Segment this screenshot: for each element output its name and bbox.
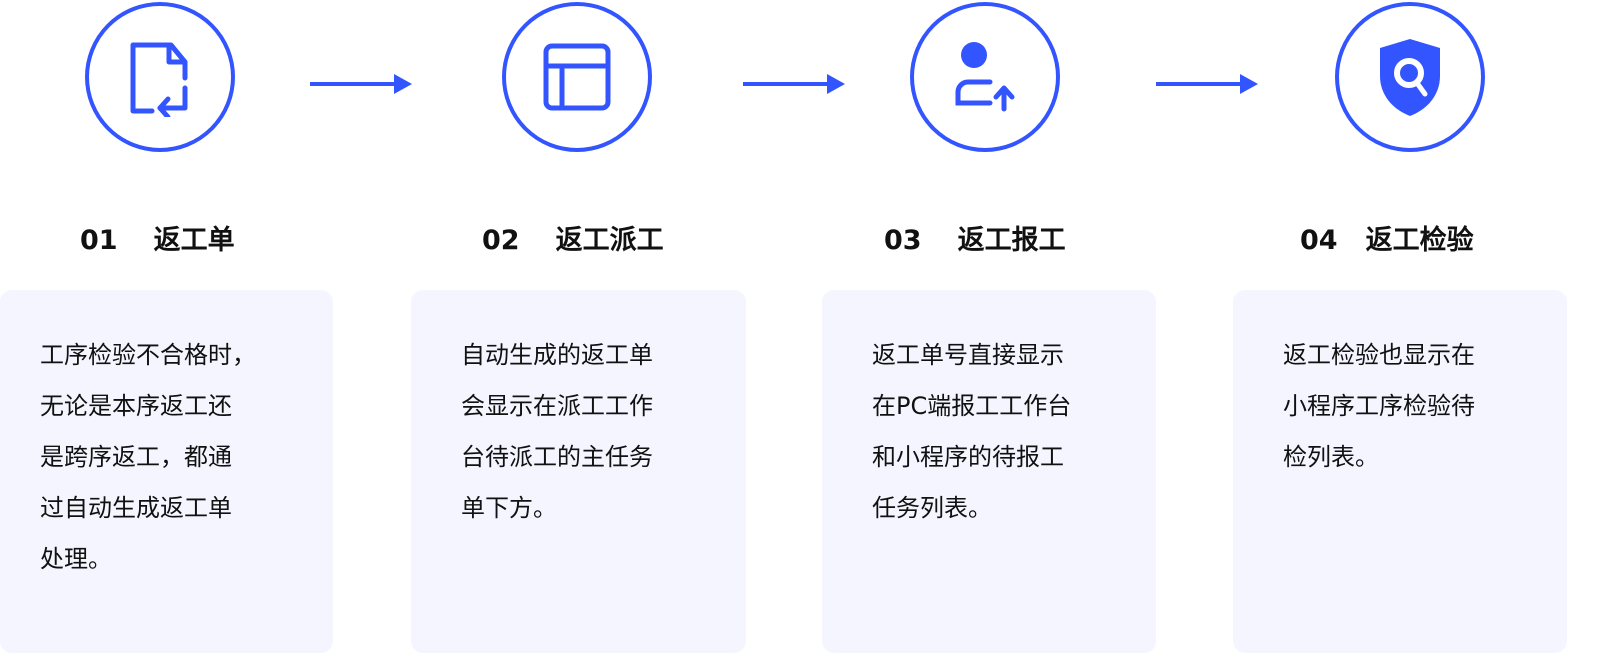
step-number: 01 bbox=[80, 225, 118, 256]
step-number: 03 bbox=[884, 225, 922, 256]
document-return-icon bbox=[130, 42, 188, 117]
step-4-icon-circle bbox=[1335, 2, 1485, 152]
step-number: 04 bbox=[1300, 225, 1338, 256]
step-description: 自动生成的返工单 会显示在派工工作 台待派工的主任务 单下方。 bbox=[461, 330, 701, 534]
description-line: 是跨序返工，都通 bbox=[40, 443, 232, 471]
description-line: 工序检验不合格时， bbox=[40, 341, 256, 369]
description-line: 检列表。 bbox=[1283, 443, 1379, 471]
description-line: 和小程序的待报工 bbox=[872, 443, 1064, 471]
shield-search-icon bbox=[1380, 39, 1440, 116]
step-1-heading: 01 返工单 bbox=[80, 218, 235, 257]
step-title: 返工检验 bbox=[1365, 225, 1474, 256]
description-line: 无论是本序返工还 bbox=[40, 392, 232, 420]
step-3-icon-circle bbox=[910, 2, 1060, 152]
description-line: 会显示在派工工作 bbox=[461, 392, 653, 420]
description-line: 过自动生成返工单 bbox=[40, 494, 232, 522]
step-3-heading: 03 返工报工 bbox=[884, 218, 1066, 257]
description-line: 返工单号直接显示 bbox=[872, 341, 1064, 369]
step-4-heading: 04 返工检验 bbox=[1300, 218, 1474, 257]
description-line: 小程序工序检验待 bbox=[1283, 392, 1475, 420]
description-line: 处理。 bbox=[40, 545, 112, 573]
description-line: 返工检验也显示在 bbox=[1283, 341, 1475, 369]
description-line: 在PC端报工工作台 bbox=[872, 392, 1072, 420]
step-4-card: 返工检验也显示在 小程序工序检验待 检列表。 bbox=[1233, 290, 1567, 653]
arrow-right-icon bbox=[310, 74, 412, 94]
step-description: 工序检验不合格时， 无论是本序返工还 是跨序返工，都通 过自动生成返工单 处理。 bbox=[40, 330, 280, 585]
user-upload-icon bbox=[955, 42, 1015, 112]
description-line: 台待派工的主任务 bbox=[461, 443, 653, 471]
step-1-icon-circle bbox=[85, 2, 235, 152]
description-line: 单下方。 bbox=[461, 494, 557, 522]
layout-panel-icon bbox=[543, 43, 611, 111]
description-line: 自动生成的返工单 bbox=[461, 341, 653, 369]
step-title: 返工派工 bbox=[555, 225, 664, 256]
arrow-right-icon bbox=[743, 74, 845, 94]
step-2-heading: 02 返工派工 bbox=[482, 218, 664, 257]
step-description: 返工检验也显示在 小程序工序检验待 检列表。 bbox=[1283, 330, 1523, 483]
step-1-card: 工序检验不合格时， 无论是本序返工还 是跨序返工，都通 过自动生成返工单 处理。 bbox=[0, 290, 333, 653]
arrow-right-icon bbox=[1156, 74, 1258, 94]
step-description: 返工单号直接显示 在PC端报工工作台 和小程序的待报工 任务列表。 bbox=[872, 330, 1112, 534]
step-2-icon-circle bbox=[502, 2, 652, 152]
step-number: 02 bbox=[482, 225, 520, 256]
step-2-card: 自动生成的返工单 会显示在派工工作 台待派工的主任务 单下方。 bbox=[411, 290, 746, 653]
step-3-card: 返工单号直接显示 在PC端报工工作台 和小程序的待报工 任务列表。 bbox=[822, 290, 1156, 653]
step-title: 返工报工 bbox=[957, 225, 1066, 256]
description-line: 任务列表。 bbox=[872, 494, 992, 522]
step-title: 返工单 bbox=[153, 225, 235, 256]
